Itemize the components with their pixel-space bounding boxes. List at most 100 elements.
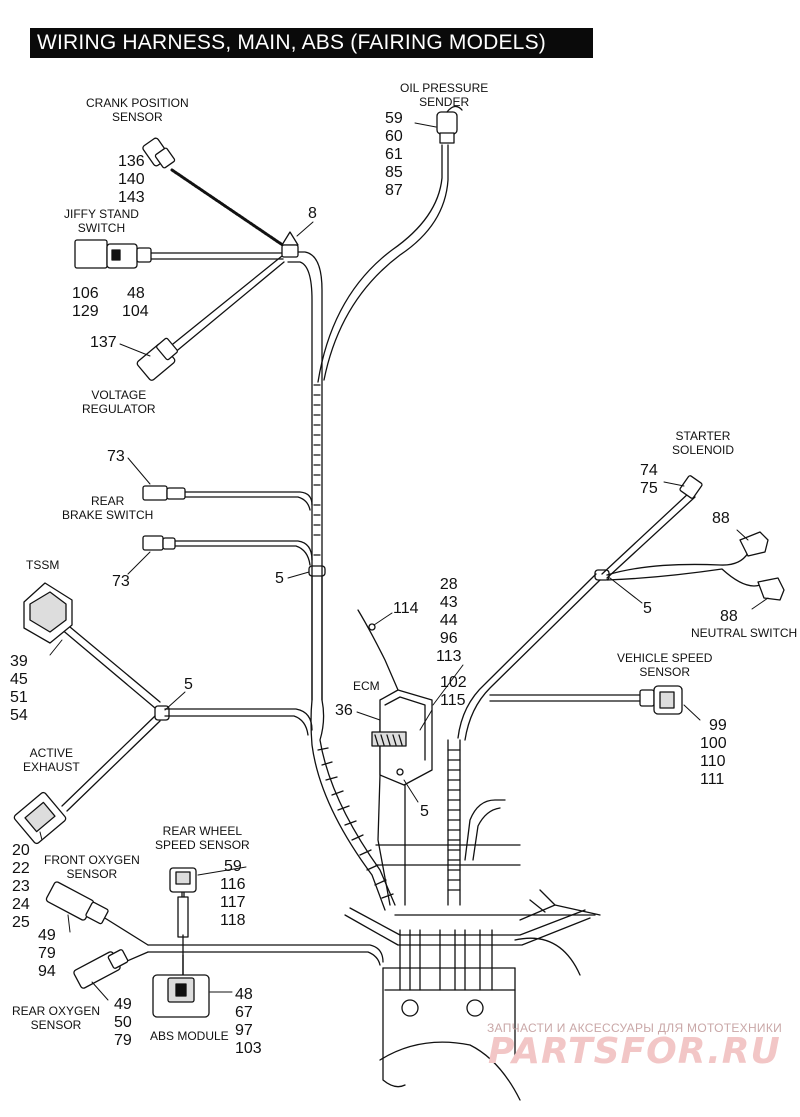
callout-value: 45	[10, 671, 28, 688]
label-line: REAR WHEEL	[162, 824, 243, 838]
callout-value: 22	[12, 860, 30, 877]
callout-value: 43	[439, 594, 458, 611]
callout-jiffy-b: 48 104	[122, 285, 149, 321]
callout-value: 106	[72, 285, 99, 302]
rear-wheel-speed-connector	[169, 867, 197, 893]
label-line: SOLENOID	[672, 443, 735, 457]
label-line: VEHICLE SPEED	[617, 651, 713, 665]
label-tssm: TSSM	[26, 558, 59, 572]
abs-module-connector	[152, 974, 210, 1018]
callout-value: 140	[118, 171, 145, 188]
callout-neutral-top: 88	[712, 510, 730, 528]
ecm-module	[371, 689, 433, 786]
callout-value: 97	[235, 1022, 253, 1039]
label-line: SPEED SENSOR	[155, 838, 250, 852]
label-line: ABS MODULE	[150, 1029, 229, 1043]
voltage-regulator-connector	[136, 337, 178, 381]
callout-value: 102	[440, 674, 467, 691]
callout-value: 67	[235, 1004, 253, 1021]
crank-position-connector	[142, 137, 176, 169]
callout-value: 61	[385, 146, 403, 163]
callout-value: 143	[118, 189, 145, 206]
callout-abs: 48 67 97 103	[235, 986, 262, 1058]
label-line: REAR OXYGEN	[12, 1004, 101, 1018]
label-active-exhaust: ACTIVE EXHAUST	[23, 746, 80, 774]
callout-starter: 74 75	[640, 462, 658, 498]
label-jiffy-stand-switch: JIFFY STAND SWITCH	[64, 207, 139, 235]
label-rear-oxygen-sensor: REAR OXYGEN SENSOR	[12, 1004, 100, 1032]
label-rear-brake-switch: REAR BRAKE SWITCH	[62, 494, 153, 522]
label-line: SENDER	[419, 95, 470, 109]
callout-value: 96	[439, 630, 458, 647]
callout-value: 111	[700, 771, 725, 788]
oil-pressure-sender-connector	[436, 105, 463, 144]
label-line: BRAKE SWITCH	[62, 508, 154, 522]
callout-value: 5	[184, 676, 193, 693]
callout-value: 79	[38, 945, 56, 962]
callout-value: 116	[220, 876, 246, 893]
callout-clip-8: 8	[308, 205, 317, 223]
label-line: VOLTAGE	[91, 388, 147, 402]
callout-value: 75	[640, 480, 658, 497]
clip-8	[281, 231, 299, 258]
callout-114: 114	[393, 600, 419, 618]
label-line: SWITCH	[77, 221, 126, 235]
rear-brake-connector-top	[142, 485, 186, 501]
callout-value: 20	[12, 842, 30, 859]
callout-value: 88	[712, 510, 730, 527]
neutral-switch-connector-top	[739, 531, 769, 557]
callout-value: 8	[308, 205, 317, 222]
callout-value: 59	[224, 858, 242, 875]
callout-value: 87	[385, 182, 403, 199]
watermark-tagline: ЗАПЧАСТИ И АКСЕССУАРЫ ДЛЯ МОТОТЕХНИКИ	[487, 1021, 783, 1035]
callout-value: 28	[439, 576, 458, 593]
callout-value: 74	[640, 462, 658, 479]
callout-ecm-102: 102 115	[440, 674, 467, 710]
label-line: OIL PRESSURE	[400, 81, 489, 95]
callout-value: 79	[114, 1032, 132, 1049]
leader-lines	[39, 122, 769, 1001]
callout-value: 100	[700, 735, 727, 752]
callout-clip-5-left: 5	[184, 676, 193, 694]
callout-value: 49	[114, 996, 132, 1013]
label-voltage-regulator: VOLTAGE REGULATOR	[82, 388, 156, 416]
callout-value: 85	[385, 164, 403, 181]
callout-value: 25	[12, 914, 30, 931]
callout-value: 60	[385, 128, 403, 145]
callout-brake-bottom: 73	[112, 573, 130, 591]
callout-value: 23	[12, 878, 30, 895]
callout-value: 48	[235, 986, 253, 1003]
label-starter-solenoid: STARTER SOLENOID	[672, 429, 734, 457]
callout-value: 59	[385, 110, 403, 127]
label-vehicle-speed-sensor: VEHICLE SPEED SENSOR	[617, 651, 712, 679]
callout-front-o2: 49 79 94	[38, 927, 56, 981]
label-line: SENSOR	[66, 867, 118, 881]
main-trunk	[59, 144, 761, 1101]
callout-active-exhaust: 20 22 23 24 25	[12, 842, 30, 932]
rear-oxygen-connector	[73, 949, 129, 989]
callout-value: 24	[12, 896, 30, 913]
label-ecm: ECM	[353, 679, 380, 693]
callout-value: 104	[122, 303, 149, 320]
label-line: ACTIVE	[29, 746, 74, 760]
starter-solenoid-connector	[679, 475, 703, 499]
callout-crank: 136 140 143	[118, 153, 145, 207]
callout-value: 99	[709, 717, 727, 734]
label-line: REAR	[91, 494, 125, 508]
watermark-brand: PARTSFOR.RU	[488, 1031, 781, 1072]
callout-value: 48	[127, 285, 145, 302]
label-line: JIFFY STAND	[64, 207, 139, 221]
label-abs-module: ABS MODULE	[150, 1029, 229, 1043]
label-line: SENSOR	[112, 110, 163, 124]
label-oil-pressure-sender: OIL PRESSURE SENDER	[400, 81, 488, 109]
callout-value: 5	[643, 600, 652, 617]
callout-oil: 59 60 61 85 87	[385, 110, 403, 200]
callout-value: 118	[220, 912, 246, 929]
callout-value: 49	[38, 927, 56, 944]
callout-value: 39	[10, 653, 28, 670]
callout-value: 94	[38, 963, 56, 980]
rear-brake-connector-bottom	[142, 535, 176, 551]
jiffy-stand-connector	[74, 239, 152, 269]
